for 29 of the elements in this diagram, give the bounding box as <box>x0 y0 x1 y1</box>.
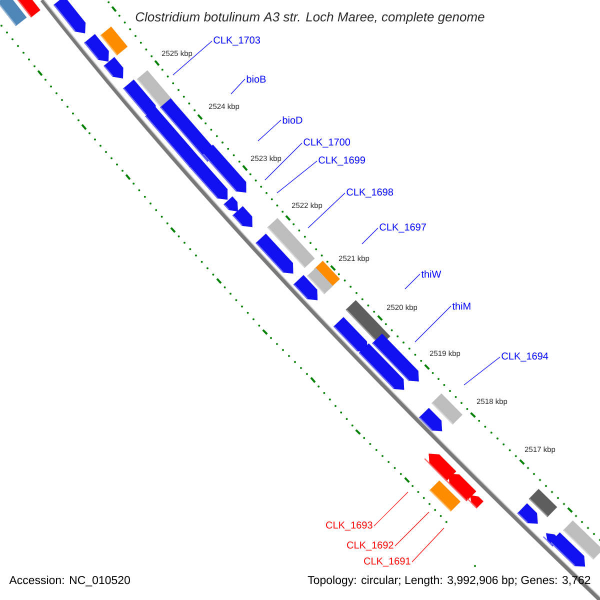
gene-label: CLK_1694 <box>502 352 548 362</box>
title: Clostridium botulinum A3 str. Loch Maree, complete genome <box>136 12 484 24</box>
gene-label: CLK_1697 <box>380 224 426 232</box>
leader-line <box>308 192 346 228</box>
leader-line <box>404 274 420 290</box>
leader-line <box>258 120 282 142</box>
gene-label: CLK_1699 <box>318 156 365 166</box>
gene-label: bioB <box>246 75 266 83</box>
gene-label: CLK_1698 <box>346 188 394 198</box>
leader-line <box>362 228 378 244</box>
leader-line <box>412 528 444 562</box>
gene-label: thiW <box>421 270 442 278</box>
gene-label: CLK_1700 <box>304 138 350 148</box>
leader-line <box>276 160 318 194</box>
leader-line <box>394 512 430 546</box>
leader-line <box>264 142 302 180</box>
leader-line <box>230 78 246 94</box>
gene-label: CLK_1692 <box>347 542 394 550</box>
gene-label: thiM <box>452 302 470 310</box>
gene-label: CLK_1691 <box>364 558 410 566</box>
leader-line <box>172 40 212 76</box>
gene-label: CLK_1693 <box>326 522 372 530</box>
gene-label: bioD <box>282 116 302 124</box>
leader-line <box>464 356 500 386</box>
leader-line <box>414 306 452 342</box>
genome-info-text: Topology: circular; Length: 3,992,906 bp; Genes: 3,762 <box>308 576 590 586</box>
leader-line <box>374 492 408 526</box>
gene-label: CLK_1703 <box>214 36 260 46</box>
accession-text: Accession: NC_010520 <box>9 576 130 586</box>
